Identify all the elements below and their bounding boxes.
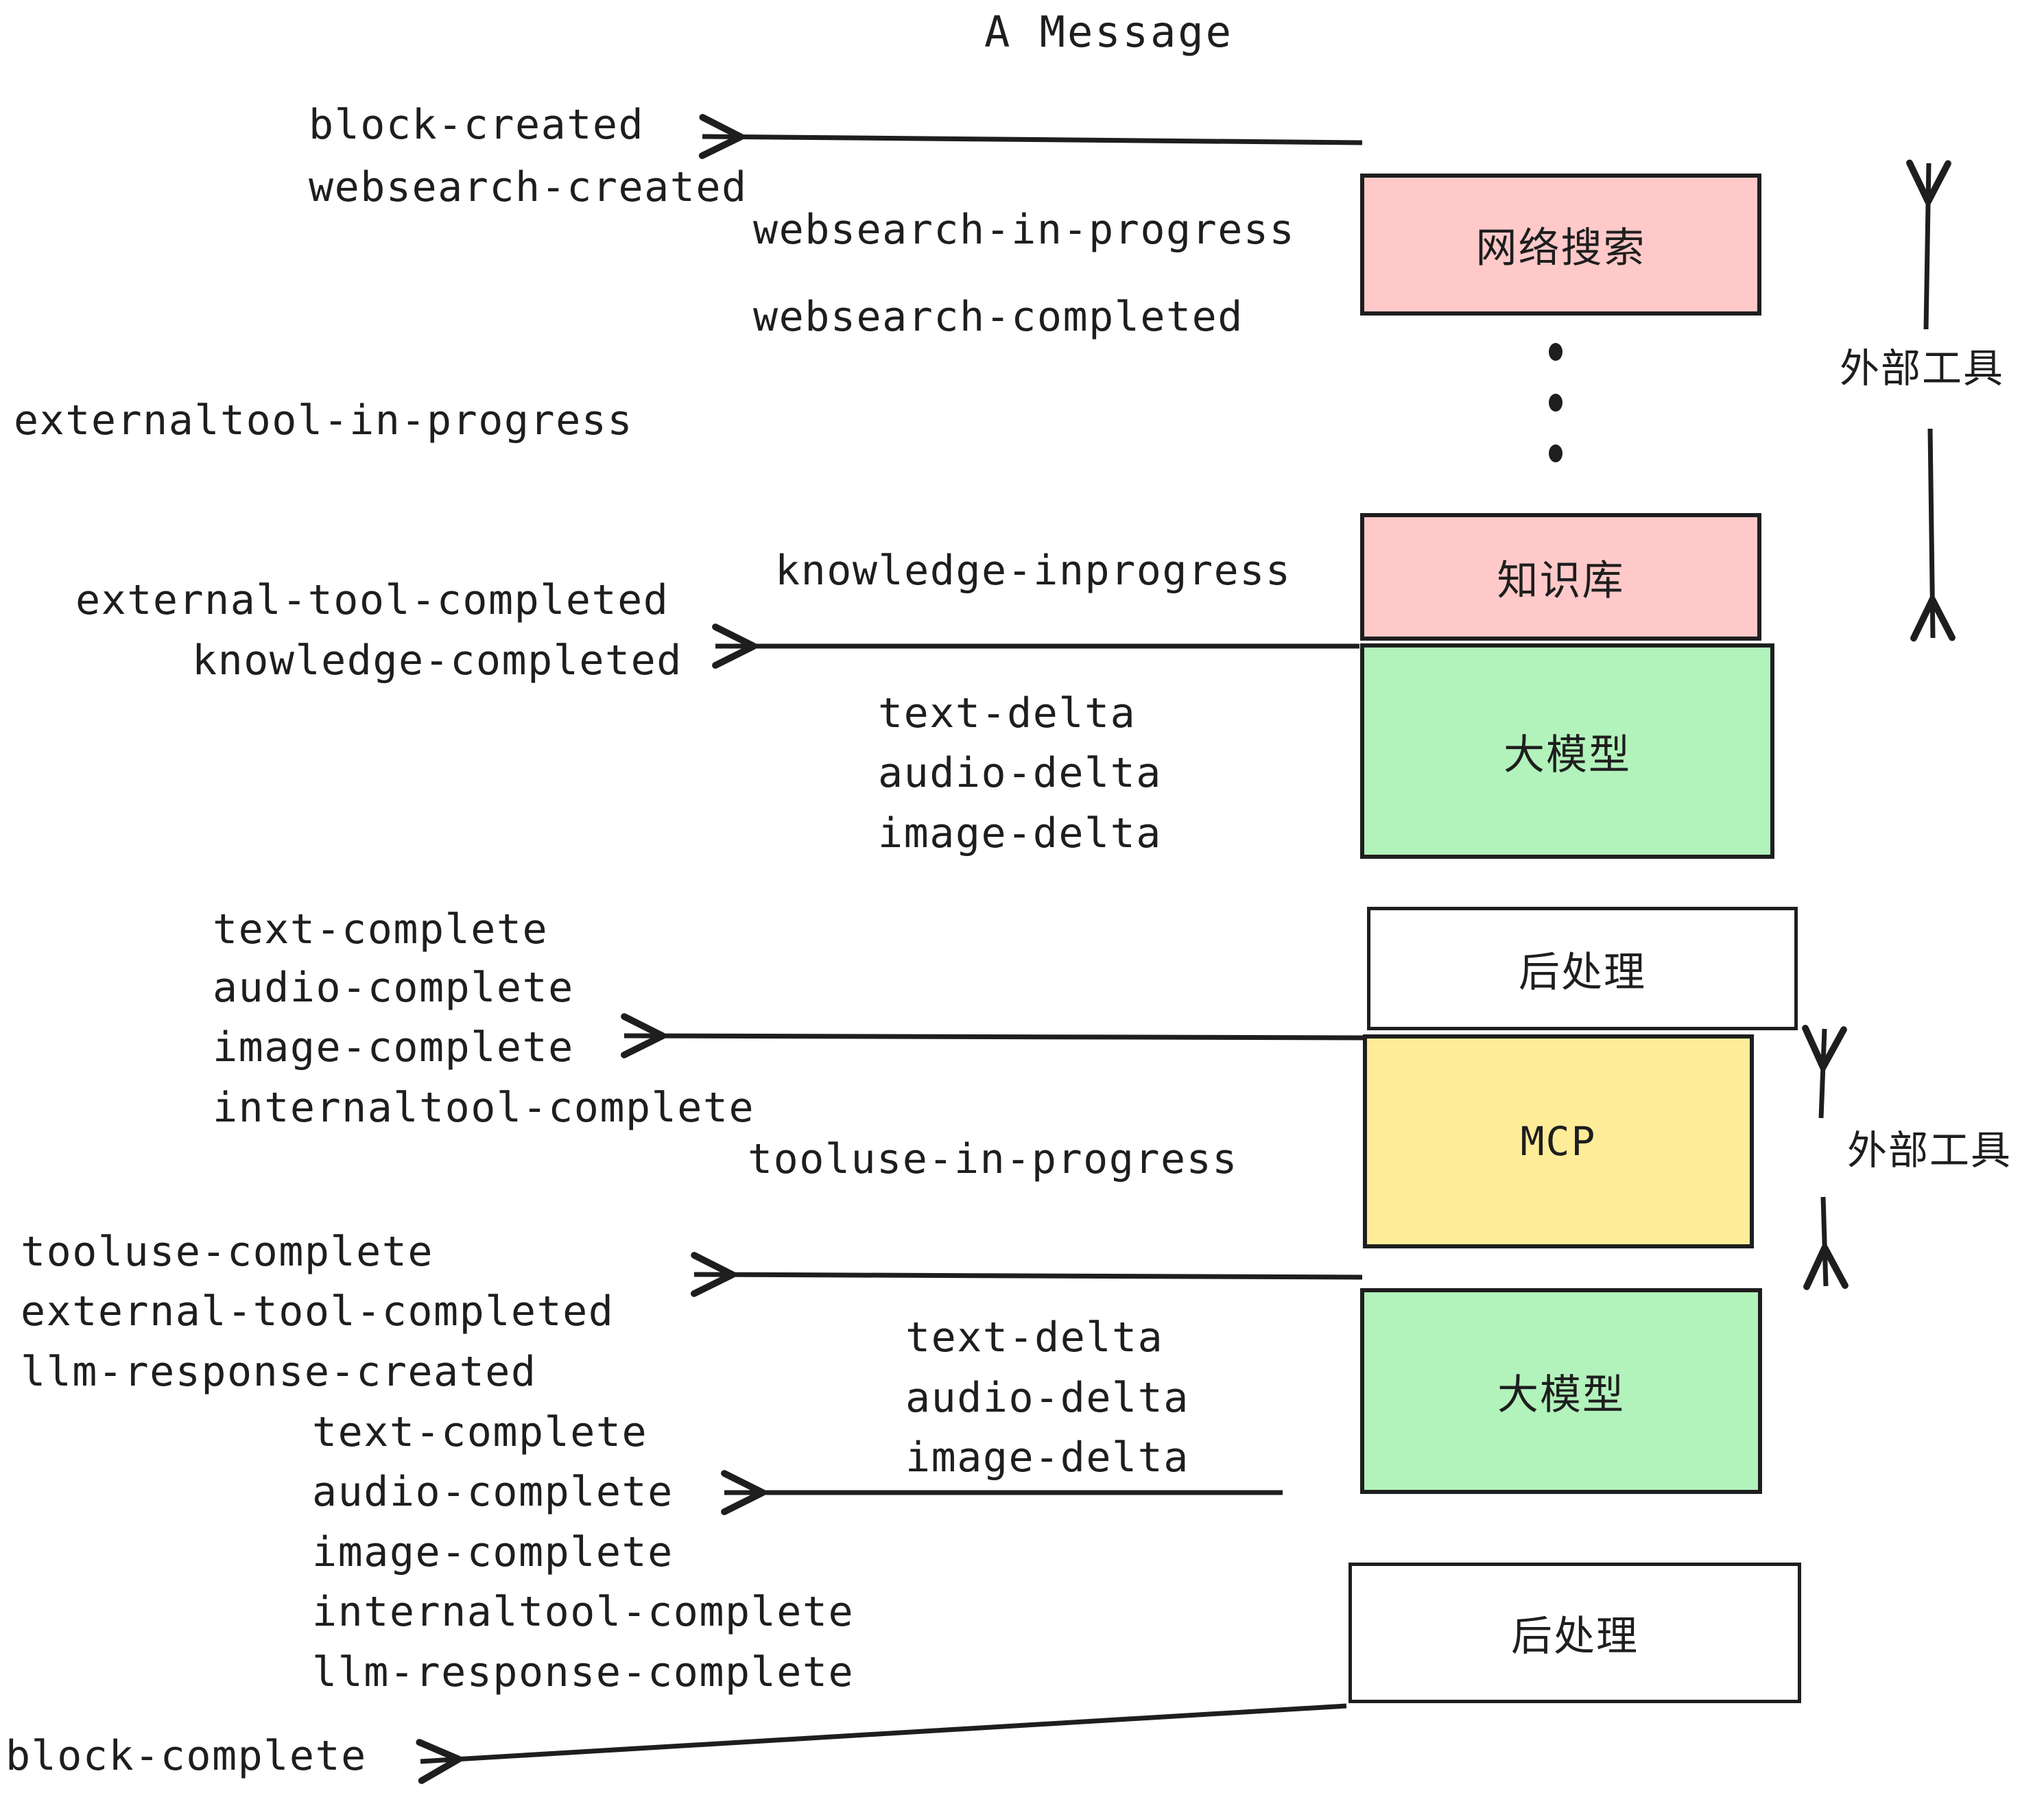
- arrow-external-tool-top-down: [1910, 428, 1956, 642]
- event-tooluse-in-progress: tooluse-in-progress: [748, 1135, 1238, 1183]
- external-tool-label-top: 外部工具: [1840, 345, 2005, 392]
- arrow-external-tool-bottom-up: [1802, 1025, 1847, 1119]
- dot-3: [1549, 444, 1562, 462]
- event-llm-response-complete: llm-response-complete: [312, 1648, 855, 1696]
- box-llm-top[interactable]: 大模型: [1360, 643, 1774, 859]
- box-llm-bottom-label: 大模型: [1497, 1370, 1625, 1419]
- event-websearch-completed: websearch-completed: [753, 293, 1244, 341]
- arrow-external-tool-top-up: [1906, 159, 1951, 330]
- box-llm-top-label: 大模型: [1504, 731, 1631, 779]
- event-text-delta-2: text-delta: [905, 1314, 1164, 1362]
- event-tooluse-complete: tooluse-complete: [21, 1228, 433, 1276]
- event-image-delta-1: image-delta: [878, 809, 1162, 857]
- event-audio-delta-2: audio-delta: [905, 1374, 1189, 1422]
- box-knowledge[interactable]: 知识库: [1360, 513, 1761, 641]
- box-llm-bottom[interactable]: 大模型: [1360, 1288, 1762, 1494]
- ellipsis-dots: [1549, 343, 1562, 495]
- arrow-mcp-to-tooluse-complete: [690, 1252, 1363, 1297]
- external-tool-label-bottom: 外部工具: [1847, 1127, 2012, 1174]
- arrow-postprocess-to-image-complete: [621, 1013, 1367, 1058]
- event-block-created: block-created: [309, 101, 645, 149]
- event-text-complete-1: text-complete: [213, 905, 549, 953]
- diagram-title: A Message: [984, 7, 1233, 57]
- event-external-tool-completed-1: external-tool-completed: [75, 576, 669, 624]
- box-websearch-label: 网络搜索: [1475, 224, 1646, 272]
- event-externaltool-in-progress: externaltool-in-progress: [14, 396, 633, 444]
- event-block-complete: block-complete: [5, 1732, 367, 1780]
- event-websearch-created: websearch-created: [309, 163, 748, 211]
- box-mcp-label: MCP: [1520, 1118, 1597, 1165]
- box-postprocess-bottom-label: 后处理: [1511, 1613, 1639, 1661]
- event-knowledge-completed: knowledge-completed: [192, 637, 682, 685]
- event-image-complete-1: image-complete: [213, 1023, 574, 1071]
- box-knowledge-label: 知识库: [1497, 556, 1625, 605]
- event-text-delta-1: text-delta: [878, 689, 1137, 737]
- event-external-tool-completed-2: external-tool-completed: [21, 1287, 615, 1336]
- event-image-delta-2: image-delta: [905, 1434, 1189, 1482]
- box-websearch[interactable]: 网络搜索: [1360, 174, 1761, 316]
- box-postprocess-top-label: 后处理: [1519, 948, 1646, 997]
- arrow-external-tool-bottom-down: [1803, 1196, 1849, 1290]
- arrow-websearch-to-block-created: [698, 114, 1363, 159]
- arrow-postprocess-to-block-complete: [416, 1703, 1347, 1784]
- event-internaltool-complete-2: internaltool-complete: [312, 1588, 855, 1636]
- dot-2: [1549, 394, 1562, 412]
- event-audio-complete-2: audio-complete: [312, 1468, 674, 1516]
- event-audio-complete-1: audio-complete: [213, 964, 574, 1012]
- event-text-complete-2: text-complete: [312, 1408, 648, 1456]
- event-audio-delta-1: audio-delta: [878, 749, 1162, 797]
- event-knowledge-inprogress: knowledge-inprogress: [775, 547, 1292, 595]
- event-internaltool-complete-1: internaltool-complete: [213, 1084, 755, 1132]
- event-websearch-in-progress: websearch-in-progress: [753, 206, 1296, 254]
- box-mcp[interactable]: MCP: [1363, 1034, 1754, 1248]
- box-postprocess-bottom[interactable]: 后处理: [1348, 1563, 1801, 1703]
- box-postprocess-top[interactable]: 后处理: [1367, 907, 1798, 1030]
- event-llm-response-created: llm-response-created: [21, 1348, 537, 1396]
- dot-1: [1549, 343, 1562, 361]
- event-image-complete-2: image-complete: [312, 1528, 674, 1576]
